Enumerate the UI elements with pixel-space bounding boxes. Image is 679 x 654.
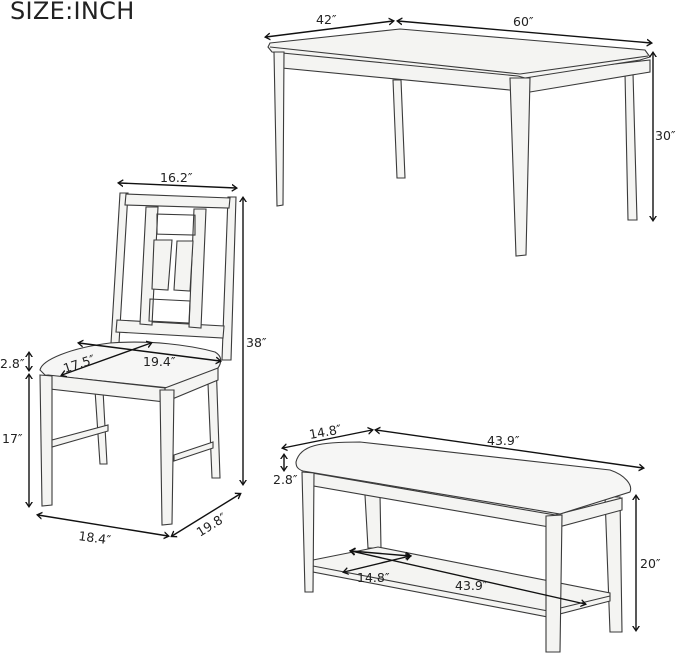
bench-shelf-depth-label: 14.8″ <box>357 570 390 585</box>
chair-back-post-left <box>109 192 129 361</box>
table-leg-front-right <box>509 77 531 257</box>
chair-leg-front-right <box>159 389 175 526</box>
table-leg-back-left <box>392 79 406 179</box>
bench-cushion-label: 2.8″ <box>273 472 298 487</box>
bench-leg-front-left <box>301 471 315 593</box>
bench-shelf-length-label: 43.9″ <box>455 578 488 593</box>
chair-seat-height-label: 17″ <box>2 431 23 446</box>
table-length-label: 60″ <box>513 14 534 29</box>
bench-height-label: 20″ <box>640 556 661 571</box>
table-leg-back-right <box>624 72 638 221</box>
dining-table: 42″ 60″ 30″ <box>266 12 676 257</box>
chair-seat-depth-arrow <box>62 343 151 375</box>
dining-chair: 16.2″ 38″ 2.8″ 17″ 19.4″ 17.5″ 18.4″ 19.… <box>0 170 267 548</box>
table-height-label: 30″ <box>655 128 676 143</box>
bench-leg-front-right <box>545 514 563 653</box>
size-unit-title: SIZE:INCH <box>10 0 135 25</box>
chair-back-post-right <box>221 196 237 361</box>
chair-base-depth-label: 19.8″ <box>194 509 230 539</box>
chair-seat-width-label: 19.4″ <box>143 354 176 369</box>
bench-shelf-length-arrow <box>351 551 585 604</box>
chair-leg-front-left <box>39 374 53 507</box>
chair-height-label: 38″ <box>246 335 267 350</box>
bench: 14.8″ 43.9″ 2.8″ 20″ 14.8″ 43.9″ <box>273 421 661 653</box>
table-length-arrow <box>398 21 651 43</box>
bench-depth-label: 14.8″ <box>308 421 343 441</box>
bench-length-arrow <box>376 430 643 468</box>
bench-length-label: 43.9″ <box>487 433 520 448</box>
table-leg-front-left <box>273 51 285 207</box>
bench-depth-arrow <box>283 430 372 448</box>
chair-back-width-label: 16.2″ <box>160 170 193 185</box>
table-depth-label: 42″ <box>316 12 337 27</box>
chair-cushion-label: 2.8″ <box>0 356 25 371</box>
chair-base-depth-arrow <box>172 494 240 536</box>
table-depth-arrow <box>266 21 393 37</box>
chair-back-width-arrow <box>119 183 236 188</box>
chair-base-width-arrow <box>38 515 168 536</box>
chair-base-width-label: 18.4″ <box>78 528 113 547</box>
chair-bottom-rail <box>115 319 225 339</box>
chair-top-rail <box>124 193 231 209</box>
